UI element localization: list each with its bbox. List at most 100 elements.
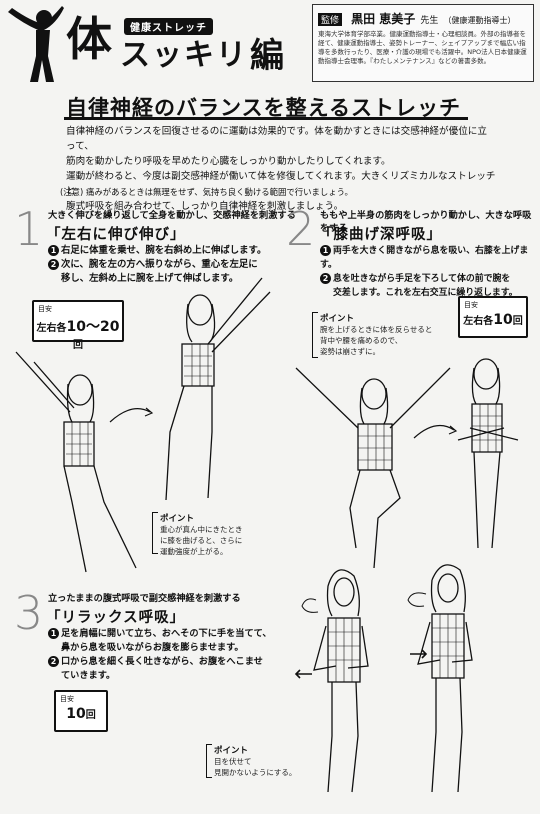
point-text: に膝を曲げると、さらに — [160, 536, 243, 545]
breath-in-icon — [301, 598, 319, 613]
bracket — [152, 512, 158, 554]
meyasu-value: 10〜20 — [66, 319, 120, 335]
intro-text: 自律神経のバランスを回復させるのに運動は効果的です。体を動かすときには交感神経が… — [66, 124, 496, 214]
point-text: 背中や腰を痛めるので、 — [320, 336, 403, 345]
section-1-number: 1 — [14, 202, 44, 256]
brand-hen: 編 — [250, 36, 284, 76]
meyasu-unit: 回 — [85, 710, 96, 721]
point-text: 姿勢は崩さずに。 — [320, 347, 380, 356]
intro-line: 自律神経のバランスを回復させるのに運動は効果的です。体を動かすときには交感神経が… — [66, 126, 487, 152]
step-mark: 2 — [320, 273, 331, 284]
intro-line: 筋肉を動かしたり呼吸を早めたり心臓をしっかり動かしたりしてくれます。 — [66, 156, 391, 167]
intro-line: 運動が終わると、今度は副交感神経が働いて体を修復してくれます。大きくリズミカルな… — [66, 171, 496, 197]
section-2-number: 2 — [286, 202, 316, 256]
point-title: ポイント — [160, 514, 195, 524]
step-text: 鼻から息を吸いながらお腹を膨らませます。 — [61, 642, 244, 653]
bracket — [312, 312, 318, 358]
stretch-person-icon — [8, 6, 64, 82]
meyasu-unit: 回 — [73, 340, 83, 351]
brand-logo — [4, 4, 304, 84]
arrow-icon — [294, 669, 312, 679]
arrow-icon — [410, 649, 428, 659]
meyasu-unit: 回 — [512, 316, 523, 327]
brand-subtitle: 健康ストレッチ — [124, 18, 213, 35]
section-1-point: ポイント 重心が真ん中にきたとき に膝を曲げると、さらに 運動強度が上がる。 — [152, 512, 243, 557]
plaid-pattern — [66, 422, 92, 466]
section-2-point: ポイント 腕を上げるときに体を反らせると 背中や腰を痛めるので、 姿勢は崩さずに… — [312, 312, 433, 358]
figure-inhale — [313, 569, 369, 793]
bracket — [206, 744, 212, 778]
meyasu-prefix: 左右各 — [36, 323, 67, 334]
section-2-name: 「膝曲げ深呼吸」 — [318, 227, 442, 243]
section-1-lead: 大きく伸びを繰り返して全身を動かし、交感神経を刺激する — [48, 210, 296, 221]
meyasu-label: 目安 — [60, 695, 74, 703]
point-text: 腕を上げるときに体を反らせると — [320, 325, 433, 334]
point-text: 運動強度が上がる。 — [160, 547, 228, 556]
section-2-lead: ももや上半身の筋肉をしっかり動かし、大きな呼吸をする — [320, 210, 532, 234]
figure-lean-left — [15, 351, 137, 573]
meyasu-prefix: 左右各 — [463, 316, 494, 327]
section-1-meyasu-box: 目安 左右各10〜20 回 — [32, 300, 124, 351]
point-text: 重心が真ん中にきたとき — [160, 525, 243, 534]
step-text: 移し、左斜め上に腕を上げて伸ばします。 — [61, 273, 239, 284]
meyasu-value: 10 — [493, 312, 513, 328]
supervisor-box: 監修 黒田 恵美子 先生 （健康運動指導士） 東海大学体育学部卒業。健康運動指導… — [312, 4, 534, 82]
section-3-number: 3 — [14, 586, 44, 640]
point-title: ポイント — [214, 746, 249, 756]
section-3-illustration — [294, 564, 473, 793]
supervisor-name: 黒田 恵美子 — [351, 12, 416, 26]
step-mark: 2 — [48, 656, 59, 667]
supervisor-bio: 東海大学体育学部卒業。健康運動指導士・心理相談員。外部の指導者を経て、健康運動指… — [318, 30, 527, 65]
step-text: 交差します。これを左右交互に繰り返します。 — [333, 288, 518, 298]
section-3-name: 「リラックス呼吸」 — [46, 610, 186, 626]
section-1-name: 「左右に伸び伸び」 — [46, 227, 186, 243]
step-text: 息を吐きながら手足を下ろして体の前で腕を — [333, 274, 511, 284]
figure-exhale — [417, 564, 473, 793]
meyasu-label: 目安 — [464, 301, 478, 309]
meyasu-value: 10 — [66, 706, 86, 722]
arrow-icon — [109, 408, 151, 423]
section-2-meyasu-box: 目安 左右各10回 — [458, 296, 528, 338]
meyasu-label: 目安 — [38, 305, 52, 313]
section-3-point: ポイント 目を伏せて 見開かないようにする。 — [206, 744, 297, 778]
figure-arms-open-knee-up — [295, 367, 451, 569]
step-item: ていきます。 — [48, 669, 288, 683]
step-mark: 2 — [48, 259, 59, 270]
step-mark: 1 — [48, 245, 59, 256]
step-text: 右足に体重を乗せ、腕を右斜め上に伸ばします。 — [61, 245, 267, 256]
point-title: ポイント — [320, 314, 355, 324]
intro-line: 腹式呼吸を組み合わせて、しっかり自律神経を刺激しましょう。 — [66, 201, 344, 212]
step-item: 交差します。これを左右交互に繰り返します。 — [320, 286, 536, 300]
step-text: 足を肩幅に開いて立ち、おへその下に手を当てて、 — [61, 628, 272, 639]
point-text: 目を伏せて — [214, 757, 252, 766]
step-item: 鼻から息を吸いながらお腹を膨らませます。 — [48, 641, 288, 655]
section-2-illustration — [295, 358, 519, 569]
section-3-meyasu-box: 目安 10回 — [54, 690, 108, 732]
supervisor-tag: 監修 — [318, 13, 343, 26]
title-underline — [64, 117, 468, 120]
step-text: ていきます。 — [61, 670, 116, 681]
caution-note: (注意) 痛みがあるときは無理をせず、気持ち良く動ける範囲で行いましょう。 — [60, 187, 353, 197]
figure-arms-crossed — [457, 358, 519, 549]
step-text: 両手を大きく開きながら息を吸い、右膝を上げます。 — [320, 246, 529, 270]
supervisor-sensei: 先生 — [420, 16, 439, 26]
page-title: 自律神経のバランスを整えるストレッチ — [66, 96, 461, 120]
step-mark: 1 — [48, 628, 59, 639]
section-1-illustration — [15, 277, 271, 573]
brand-katakana: スッキリ — [120, 38, 248, 73]
step-text: 口から息を細く長く吐きながら、お腹をへこませ — [61, 656, 263, 667]
brand-kanji: 体 — [66, 12, 112, 66]
point-text: 見開かないようにする。 — [214, 768, 297, 777]
section-3-lead: 立ったままの腹式呼吸で副交感神経を刺激する — [48, 593, 241, 604]
supervisor-role: （健康運動指導士） — [443, 16, 516, 25]
arrow-icon — [413, 424, 455, 439]
